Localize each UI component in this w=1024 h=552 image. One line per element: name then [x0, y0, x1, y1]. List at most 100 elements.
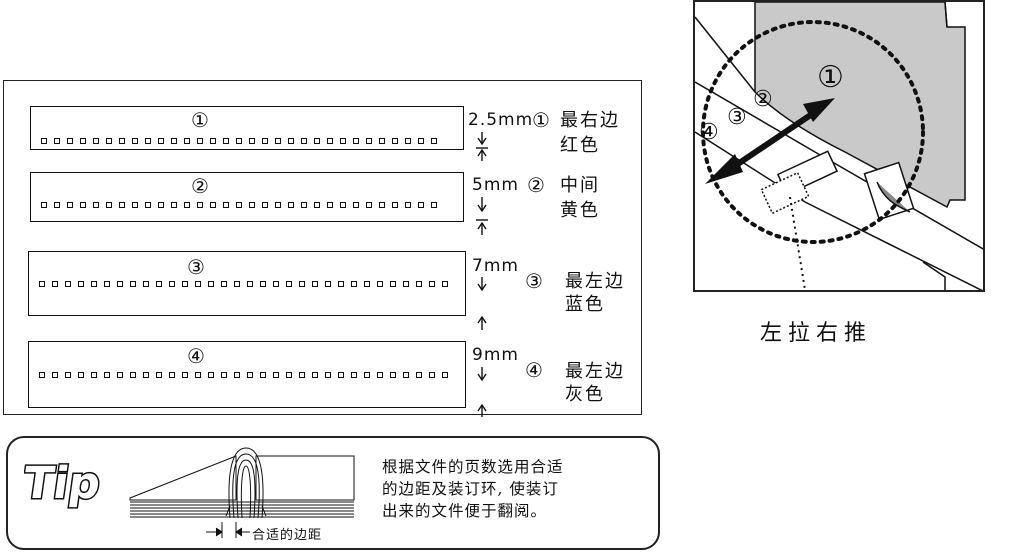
- binding-hole: [54, 202, 60, 208]
- strip-label-position: 中间: [560, 175, 600, 196]
- binding-hole: [145, 202, 151, 208]
- binding-hole: [314, 202, 320, 208]
- binding-hole: [431, 202, 437, 208]
- binding-hole: [392, 138, 398, 144]
- binding-hole: [52, 372, 58, 378]
- binding-hole: [325, 372, 331, 378]
- strip-1: ①: [30, 106, 464, 150]
- binding-hole: [65, 281, 71, 287]
- binding-hole: [156, 372, 162, 378]
- binding-hole: [158, 138, 164, 144]
- binding-hole: [54, 138, 60, 144]
- binding-hole: [299, 372, 305, 378]
- binding-hole: [236, 202, 242, 208]
- binding-hole: [442, 281, 448, 287]
- binding-hole: [208, 372, 214, 378]
- strip-3: ③: [28, 251, 466, 316]
- binding-hole: [418, 138, 424, 144]
- binding-hole: [197, 202, 203, 208]
- binding-hole: [169, 372, 175, 378]
- strip-label-color: 黄色: [560, 200, 600, 221]
- gap-label: 5mm: [472, 175, 519, 195]
- binding-hole: [182, 372, 188, 378]
- binding-hole: [366, 138, 372, 144]
- strip-label-color: 红色: [560, 135, 600, 156]
- margin-label: 合适的边距: [252, 528, 323, 543]
- binding-hole: [119, 202, 125, 208]
- binding-hole: [182, 281, 188, 287]
- binding-hole: [93, 138, 99, 144]
- binding-hole: [130, 281, 136, 287]
- binding-hole: [340, 138, 346, 144]
- binding-hole: [158, 202, 164, 208]
- binding-hole: [403, 372, 409, 378]
- binding-hole: [65, 372, 71, 378]
- binding-hole: [275, 202, 281, 208]
- binding-hole: [78, 281, 84, 287]
- device-mark-2: ②: [753, 87, 773, 112]
- strip-number: ①: [191, 108, 209, 132]
- binding-hole: [390, 372, 396, 378]
- tip-logo: Tip: [24, 457, 104, 510]
- binding-hole: [416, 372, 422, 378]
- binding-hole: [247, 281, 253, 287]
- binding-hole: [327, 138, 333, 144]
- binding-hole: [286, 372, 292, 378]
- binding-hole: [338, 281, 344, 287]
- binding-hole: [377, 372, 383, 378]
- binding-hole: [418, 202, 424, 208]
- binding-hole: [221, 281, 227, 287]
- binding-holes: [39, 281, 448, 287]
- binding-hole: [353, 202, 359, 208]
- strip-4: ④: [28, 341, 466, 408]
- binding-hole: [39, 372, 45, 378]
- binding-hole: [78, 372, 84, 378]
- binding-hole: [327, 202, 333, 208]
- strip-2: ②: [30, 172, 464, 222]
- binding-hole: [301, 138, 307, 144]
- binding-hole: [171, 202, 177, 208]
- binding-hole: [288, 202, 294, 208]
- binding-hole: [156, 281, 162, 287]
- binding-hole: [208, 281, 214, 287]
- binding-hole: [405, 138, 411, 144]
- binding-hole: [249, 138, 255, 144]
- binding-hole: [390, 281, 396, 287]
- gap-label: 9mm: [472, 345, 519, 365]
- binding-hole: [314, 138, 320, 144]
- binding-hole: [67, 202, 73, 208]
- binding-hole: [132, 138, 138, 144]
- binding-hole: [143, 372, 149, 378]
- strip-number: ②: [191, 174, 209, 198]
- binding-hole: [104, 281, 110, 287]
- binding-hole: [184, 202, 190, 208]
- binding-hole: [80, 202, 86, 208]
- binder-illustration: [129, 447, 355, 538]
- strip-label-color: 蓝色: [565, 294, 605, 315]
- binding-hole: [169, 281, 175, 287]
- device-drawing: [695, 2, 983, 290]
- binding-hole: [223, 138, 229, 144]
- binding-hole: [392, 202, 398, 208]
- tip-line: 根据文件的页数选用合适: [382, 458, 564, 476]
- binding-hole: [325, 281, 331, 287]
- strip-label-number: ④: [525, 358, 545, 382]
- binding-hole: [93, 202, 99, 208]
- binding-hole: [195, 281, 201, 287]
- binding-hole: [106, 138, 112, 144]
- binding-hole: [353, 138, 359, 144]
- binding-hole: [340, 202, 346, 208]
- binding-hole: [171, 138, 177, 144]
- binding-hole: [273, 372, 279, 378]
- binding-hole: [275, 138, 281, 144]
- binding-hole: [223, 202, 229, 208]
- binding-hole: [286, 281, 292, 287]
- binding-hole: [379, 138, 385, 144]
- binding-hole: [429, 372, 435, 378]
- binding-hole: [405, 202, 411, 208]
- device-mark-3: ③: [727, 105, 747, 130]
- binding-hole: [288, 138, 294, 144]
- binding-holes: [41, 202, 437, 208]
- binding-hole: [104, 372, 110, 378]
- strip-label-position: 最左边: [565, 271, 625, 292]
